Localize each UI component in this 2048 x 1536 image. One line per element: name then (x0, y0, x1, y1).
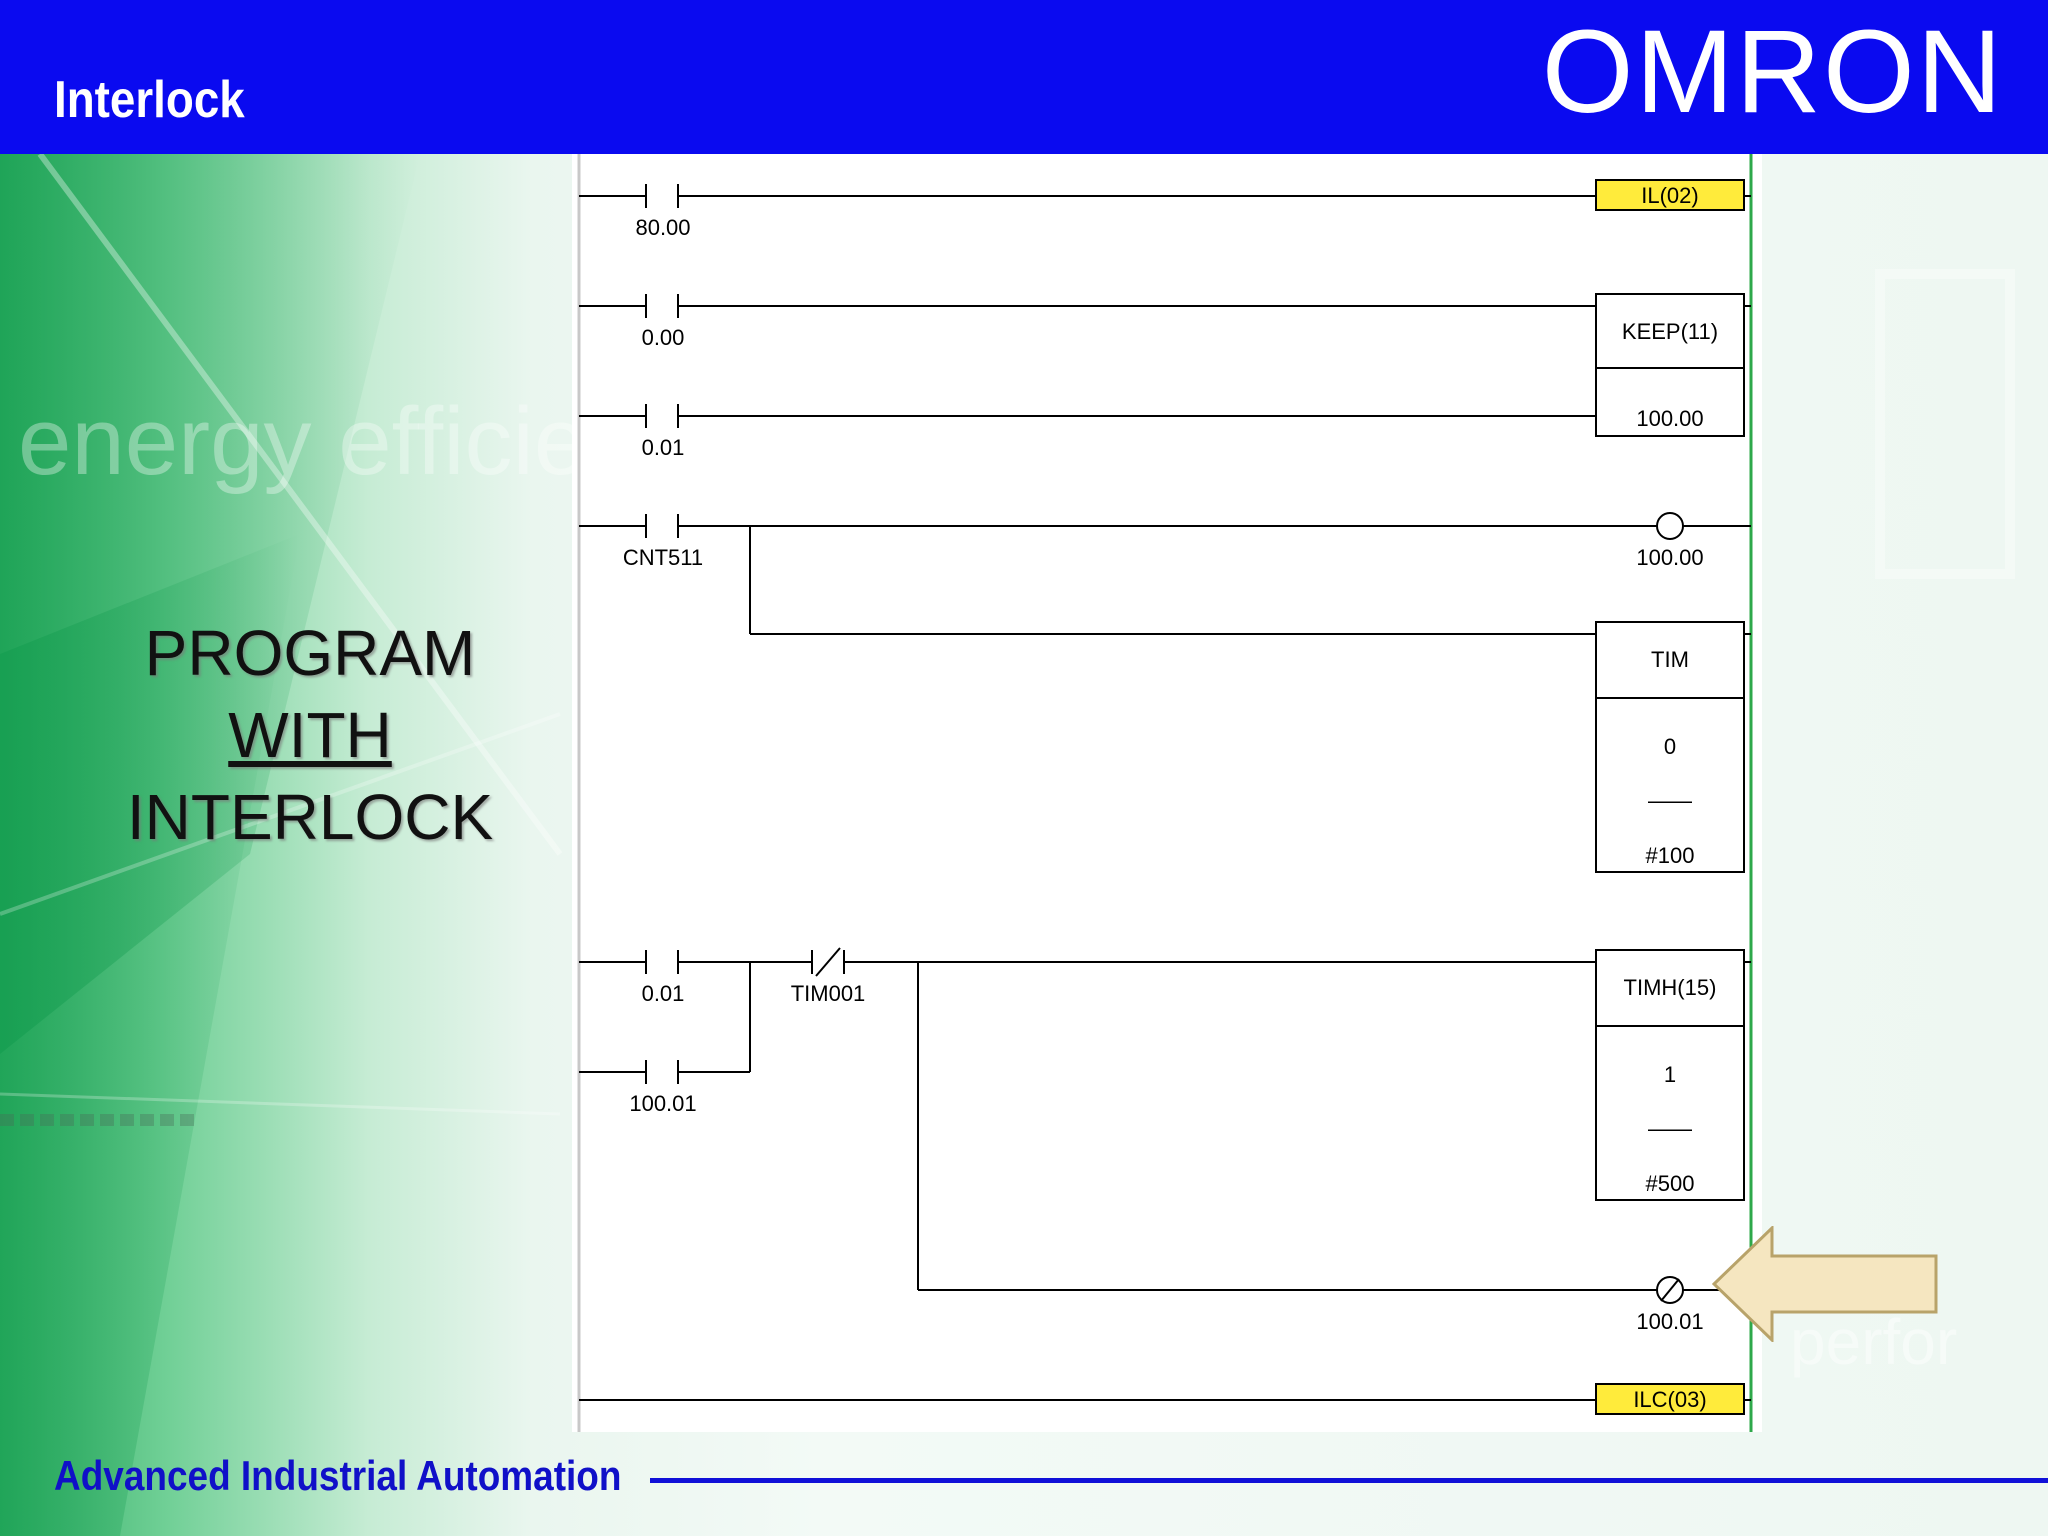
contact-label: 80.00 (635, 215, 690, 240)
contact-label: 0.01 (642, 435, 685, 460)
keep-instruction: KEEP(11) (1622, 319, 1718, 344)
contact-label: CNT511 (623, 545, 703, 570)
contact-label: 0.00 (642, 325, 685, 350)
rung-cnt: CNT511 100.00 TIM 0 —— #100 (579, 512, 1751, 873)
ladder-diagram: 80.00 IL(02) 0.00 0.01 KEEP(11) 100.00 (577, 154, 1753, 1432)
rung-keep: 0.00 0.01 KEEP(11) 100.00 (579, 293, 1751, 460)
nc-contact-label: TIM001 (791, 981, 866, 1006)
keep-instruction-box (1595, 293, 1745, 437)
timh-setpoint: #500 (1646, 1171, 1695, 1196)
footer-rule (650, 1478, 2048, 1483)
coil-label: 100.00 (1636, 545, 1703, 570)
ladder-diagram-panel: 80.00 IL(02) 0.00 0.01 KEEP(11) 100.00 (572, 154, 1762, 1432)
rung-il: 80.00 IL(02) (579, 179, 1751, 240)
il-instruction-box (1595, 179, 1745, 211)
caption-line-1: PROGRAM (144, 617, 476, 689)
keep-bit: 100.00 (1636, 406, 1703, 431)
timh-instruction-box (1595, 949, 1745, 1201)
coil-label: 100.01 (1636, 1309, 1703, 1334)
caption-line-2-text: WITH (228, 699, 392, 771)
title-bar: Interlock OMRON (0, 0, 2048, 154)
contact-label: 0.01 (642, 981, 685, 1006)
ilc-instruction-box (1595, 1383, 1745, 1415)
ilc-instruction: ILC(03) (1633, 1387, 1706, 1412)
timh-number: 1 (1664, 1062, 1676, 1087)
tim-instruction-box (1595, 621, 1745, 873)
rung-ilc: ILC(03) (579, 1383, 1751, 1415)
slide-caption: PROGRAM WITH INTERLOCK (90, 612, 530, 858)
il-instruction: IL(02) (1641, 183, 1698, 208)
slide-title: Interlock (54, 71, 245, 129)
watermark-right: perfor (1790, 1306, 1957, 1378)
tim-number: 0 (1664, 734, 1676, 759)
timh-instruction: TIMH(15) (1624, 975, 1717, 1000)
footer-course-title: Advanced Industrial Automation (54, 1452, 622, 1499)
caption-line-2: WITH (90, 694, 530, 776)
tim-separator: —— (1648, 788, 1692, 813)
brand-logo: OMRON (1541, 6, 2004, 138)
contact-label: 100.01 (629, 1091, 696, 1116)
caption-line-3: INTERLOCK (126, 781, 494, 853)
tim-instruction: TIM (1651, 647, 1689, 672)
pointer-arrow (1712, 1226, 1938, 1342)
timh-separator: —— (1648, 1116, 1692, 1141)
output-coil-symbol (1656, 512, 1684, 540)
tim-setpoint: #100 (1646, 843, 1695, 868)
rung-timh: 0.01 100.01 TIM001 TIMH(15) 1 —— #500 10… (579, 947, 1751, 1334)
